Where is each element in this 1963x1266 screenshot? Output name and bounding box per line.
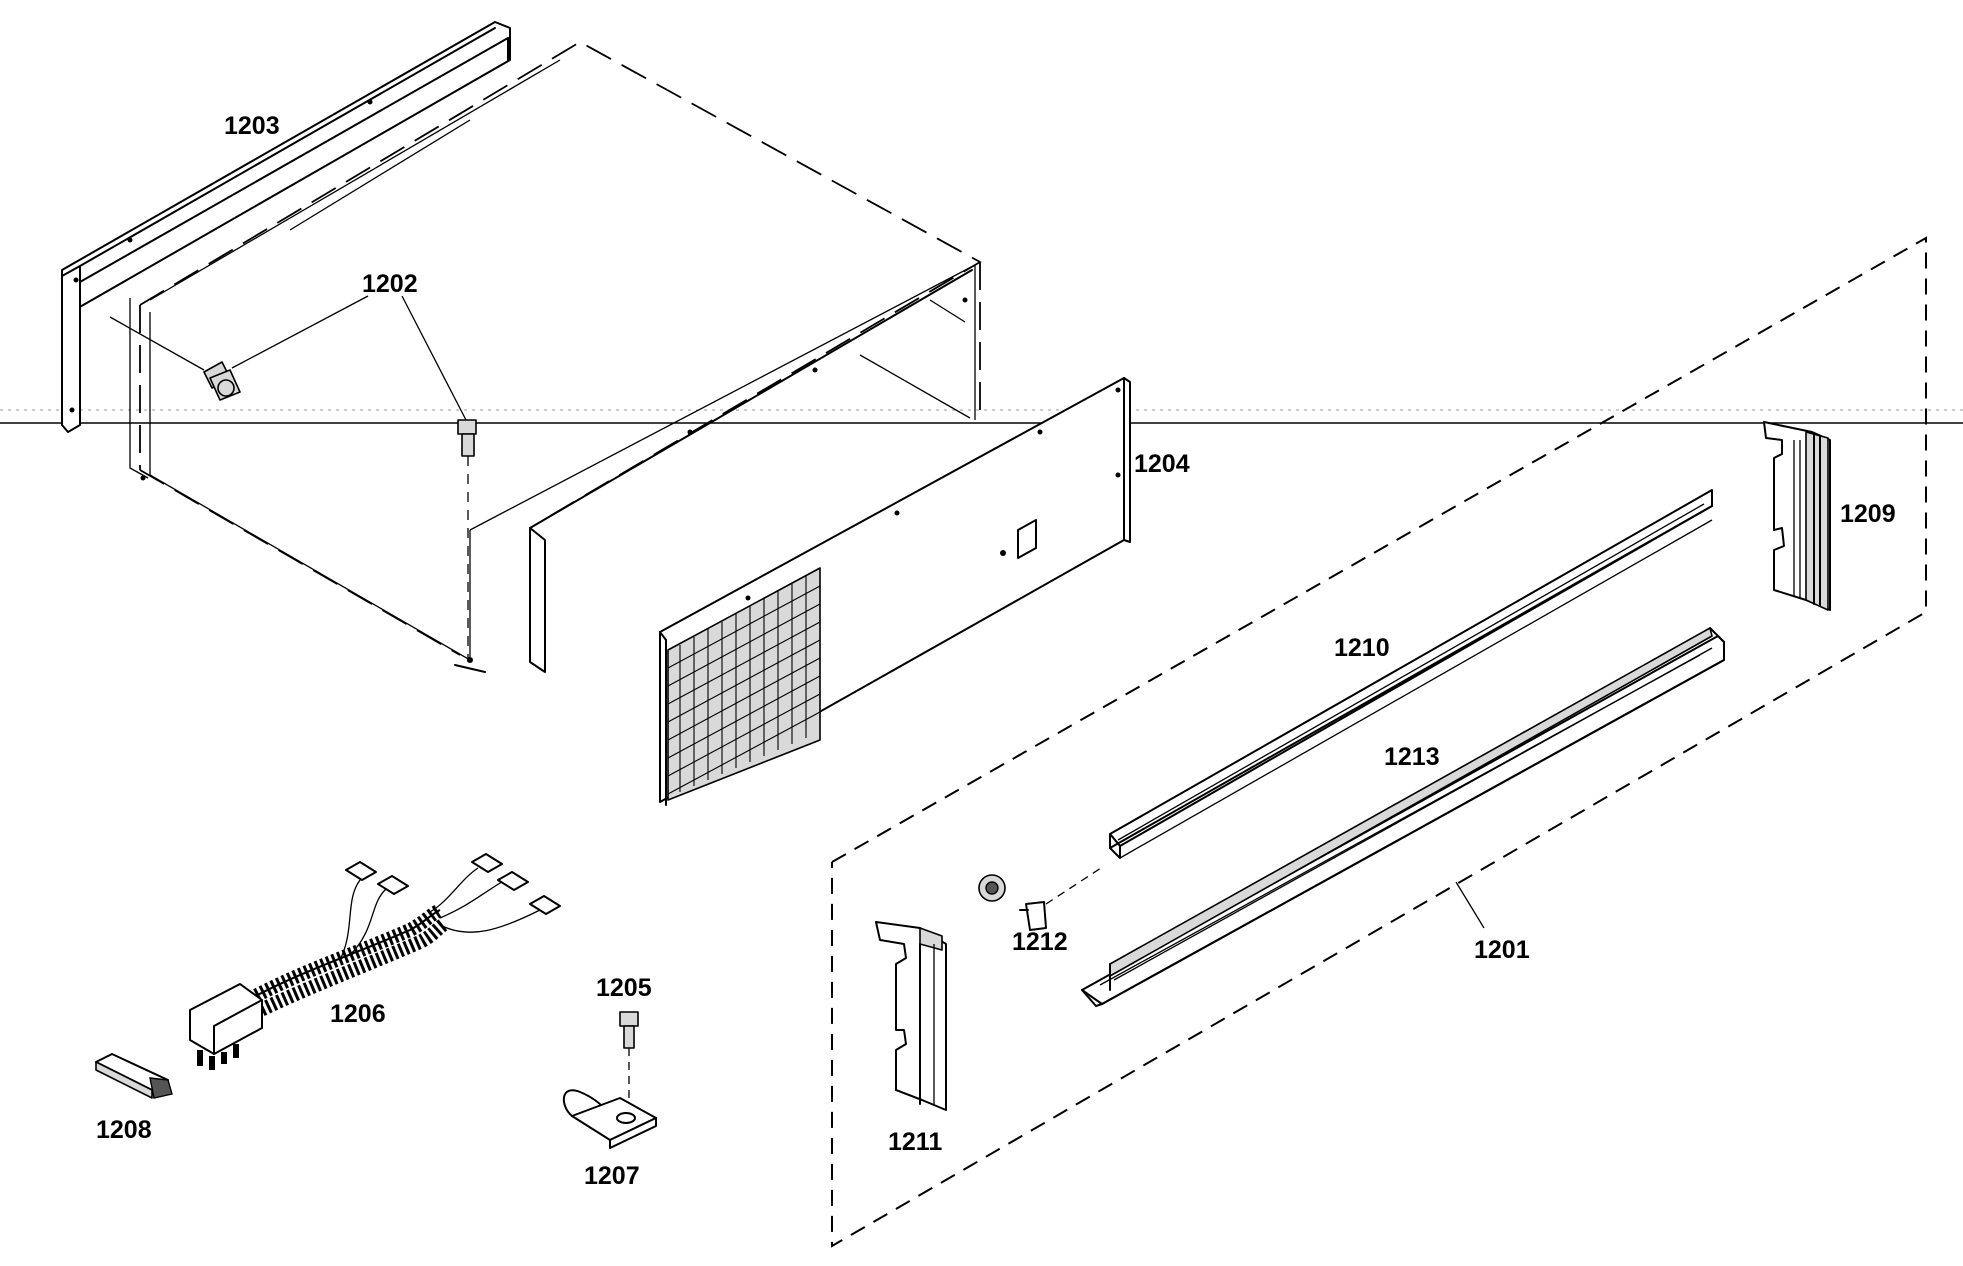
part-1202-screws	[109, 295, 477, 662]
part-1211-end-bracket	[875, 921, 947, 1111]
part-1205-screw	[619, 1011, 639, 1110]
part-labels: 1203 1202 1204 1209 1210 1213 1212 1201 …	[96, 112, 1896, 1190]
label-1202: 1202	[362, 270, 418, 298]
label-1213: 1213	[1384, 743, 1440, 771]
label-1211: 1211	[888, 1128, 942, 1156]
screw-icon	[457, 419, 477, 662]
part-1204-front-panel	[659, 377, 1131, 806]
label-1207: 1207	[584, 1162, 640, 1190]
label-1201: 1201	[1474, 936, 1530, 964]
part-1207-cable-clamp	[562, 1089, 657, 1149]
part-1212-knob	[978, 865, 1105, 931]
part-1206-wire-harness	[189, 853, 561, 1070]
label-1209: 1209	[1840, 500, 1896, 528]
label-1208: 1208	[96, 1116, 152, 1144]
label-1205: 1205	[596, 974, 652, 1002]
grille-vents	[667, 567, 821, 801]
part-1203-rail	[61, 21, 511, 433]
label-1206: 1206	[330, 1000, 386, 1028]
label-1203: 1203	[224, 112, 280, 140]
label-1204: 1204	[1134, 450, 1190, 478]
screw-icon	[109, 316, 241, 401]
part-1210-trim-strip	[1109, 489, 1713, 859]
reference-line	[0, 409, 1963, 424]
part-1213-lower-rail	[1081, 627, 1725, 1007]
part-1208-clip	[95, 1053, 173, 1099]
label-1210: 1210	[1334, 634, 1390, 662]
part-1209-end-bracket	[1763, 421, 1831, 611]
label-1212: 1212	[1012, 928, 1068, 956]
part-1201-kit-boundary	[831, 236, 1927, 1248]
